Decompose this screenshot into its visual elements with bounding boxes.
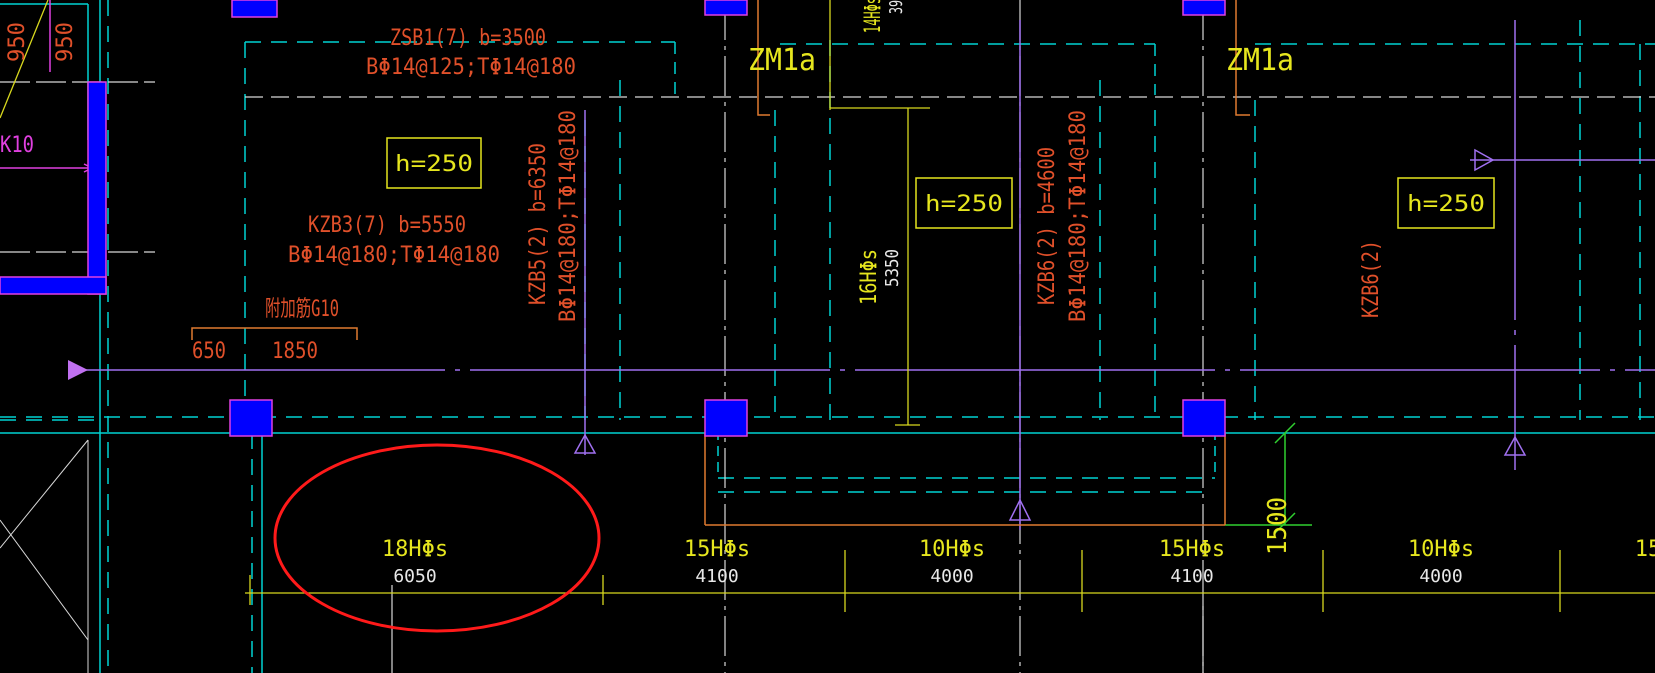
slab-reinforcement-zsb1: BΦ14@125;TΦ14@180 (366, 55, 576, 80)
pit-dimension-tick (1274, 422, 1296, 444)
strip-reinforcement-kzb5: BΦ14@180;TΦ14@180 (556, 110, 581, 322)
dimension-950: 950 (5, 22, 30, 62)
strip-label-kzb6-right: KZB6(2) (1359, 240, 1384, 318)
slab-label-zsb1: ZSB1(7) b=3500 (390, 26, 546, 51)
thickness-label: h=250 (1407, 192, 1485, 217)
dimension-650: 650 (192, 339, 226, 364)
bottom-bar-length: 4000 (1419, 566, 1462, 587)
strip-label-kzb6: KZB6(2) b=4600 (1035, 147, 1060, 305)
bottom-bar-length: 4100 (695, 566, 738, 587)
left-hatch (0, 439, 89, 673)
member-label-zm1a: ZM1a (748, 43, 816, 78)
strip-reinforcement-kzb6: BΦ14@180;TΦ14@180 (1066, 110, 1091, 322)
thickness-box (386, 137, 482, 189)
thickness-label: h=250 (925, 192, 1003, 217)
label-k10: K10 (0, 133, 34, 158)
thickness-boxes (386, 137, 1495, 229)
hatch-line (0, 519, 89, 641)
column[interactable] (231, 0, 278, 18)
columns (0, 0, 1226, 437)
pit-dimension-tick (1274, 512, 1296, 534)
pit-depth-dimension: 1500 (1263, 497, 1293, 555)
bottom-bar-labels: 18HΦs 6050 15HΦs 4100 10HΦs 4000 15HΦs 4100 10HΦ… (382, 537, 1655, 587)
addbar-dimension (191, 327, 358, 340)
column[interactable] (229, 399, 273, 437)
bar-length-middle: 5350 (882, 249, 903, 287)
bottom-bar-count: 10HΦs (919, 537, 985, 562)
additional-bar-label: 附加筋G10 (265, 297, 339, 322)
pit-outline (191, 0, 1250, 526)
bottom-bar-length: 6050 (393, 566, 436, 587)
wall-segment[interactable] (0, 276, 107, 295)
thickness-label: h=250 (395, 152, 473, 177)
bar-count-top: 14HΦs (861, 0, 886, 33)
member-label-zm1a: ZM1a (1226, 43, 1294, 78)
section-marker (1474, 148, 1495, 172)
dimension-lines (0, 0, 1655, 612)
diagonal-line (0, 0, 49, 119)
thickness-box (1397, 177, 1495, 229)
section-marker (573, 433, 597, 454)
column[interactable] (704, 399, 748, 437)
hatch-line (0, 439, 89, 549)
labels: ZSB1(7) b=3500 BΦ14@125;TΦ14@180 ZM1a ZM… (0, 0, 1485, 555)
zm1a-leader (1235, 0, 1250, 116)
column[interactable] (1182, 399, 1226, 437)
dimension-950: 950 (53, 22, 78, 62)
axis-arrow-marker (68, 360, 88, 380)
thickness-box (915, 177, 1013, 229)
strip-label-kzb5: KZB5(2) b=6350 (526, 143, 551, 305)
bottom-bar-count: 15HΦs (1159, 537, 1225, 562)
bottom-bar-count: 15 (1635, 537, 1655, 562)
column[interactable] (1182, 0, 1226, 16)
bar-length-top: 39 (886, 0, 907, 14)
zm1a-leader (757, 0, 770, 116)
slab-label-kzb3: KZB3(7) b=5550 (308, 213, 466, 238)
dimension-1850: 1850 (272, 339, 318, 364)
section-marker (1008, 498, 1032, 521)
axis-lines (85, 20, 1655, 530)
bottom-bar-length: 4100 (1170, 566, 1213, 587)
pit-dimension (1225, 422, 1312, 534)
bottom-bar-length: 4000 (930, 566, 973, 587)
section-marker (1503, 435, 1527, 456)
column[interactable] (704, 0, 748, 16)
bottom-bar-count: 15HΦs (684, 537, 750, 562)
slab-reinforcement-kzb3: BΦ14@180;TΦ14@180 (288, 243, 500, 268)
bar-count-middle: 16HΦs (857, 249, 882, 305)
wall-segment[interactable] (87, 81, 107, 295)
highlight-ellipse (273, 443, 601, 633)
bottom-bar-count: 10HΦs (1408, 537, 1474, 562)
bottom-bar-count: 18HΦs (382, 537, 448, 562)
